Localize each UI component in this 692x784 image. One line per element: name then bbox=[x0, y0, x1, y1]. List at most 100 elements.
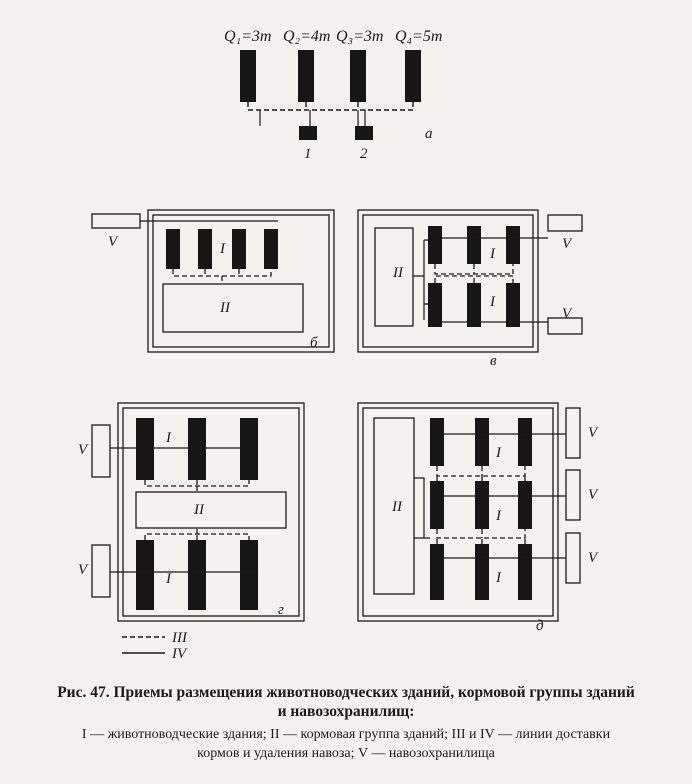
caption-legend-line2: кормов и удаления навоза; V — навозохран… bbox=[197, 746, 495, 761]
label-v-v-bottom: V bbox=[562, 306, 573, 322]
building-q3 bbox=[350, 50, 366, 102]
panel-b: V I II б bbox=[91, 209, 335, 353]
building-g-5 bbox=[188, 540, 206, 610]
panel-label-v: в bbox=[490, 353, 497, 369]
building-g-4 bbox=[136, 540, 154, 610]
feed-line-b bbox=[172, 269, 272, 283]
building-b-4 bbox=[264, 229, 278, 269]
building-d-7 bbox=[430, 544, 444, 600]
building-b-1 bbox=[166, 229, 180, 269]
panel-label-b: б bbox=[310, 335, 318, 351]
panel-d: II V V V I I I д bbox=[357, 402, 599, 634]
building-v-2 bbox=[467, 226, 481, 264]
feed-unit-2 bbox=[355, 126, 373, 140]
manure-storage-d-3 bbox=[565, 532, 581, 584]
manure-storage-b bbox=[91, 213, 141, 229]
label-ii-b: II bbox=[219, 300, 231, 316]
building-q2 bbox=[298, 50, 314, 102]
manure-storage-v-bottom bbox=[547, 317, 583, 335]
label-v-v-top: V bbox=[562, 236, 573, 252]
legend-label-iii: III bbox=[171, 630, 188, 646]
building-g-1 bbox=[136, 418, 154, 480]
feed-line-v bbox=[434, 264, 514, 283]
manure-storage-g-bottom bbox=[91, 544, 111, 598]
label-v-b: V bbox=[108, 234, 119, 250]
panel-g: V V II I I г bbox=[78, 402, 305, 622]
panel-a: Q₁=3т Q₂=4т Q₃=3т Q₄=5т 1 2 а bbox=[224, 28, 442, 162]
building-d-2 bbox=[475, 418, 489, 466]
building-b-3 bbox=[232, 229, 246, 269]
feed-group-g bbox=[135, 491, 287, 529]
feed-line-g-bottom bbox=[144, 528, 250, 540]
caption-title-line2: и навозохранилищ: bbox=[277, 703, 415, 720]
building-g-3 bbox=[240, 418, 258, 480]
feed-line-d-lower bbox=[436, 529, 526, 544]
label-i-b: I bbox=[219, 241, 226, 257]
line-legend: III IV bbox=[122, 630, 188, 662]
label-i-d-3: I bbox=[495, 570, 502, 586]
caption-legend-line1: I — животноводческие здания; II — кормов… bbox=[81, 727, 611, 742]
q2-label: Q₂=4т bbox=[283, 28, 330, 45]
label-ii-d: II bbox=[391, 499, 403, 515]
building-g-2 bbox=[188, 418, 206, 480]
manure-storage-d-2 bbox=[565, 469, 581, 521]
label-i-d-2: I bbox=[495, 508, 502, 524]
label-ii-v: II bbox=[392, 265, 404, 281]
label-i-v-bottom: I bbox=[489, 294, 496, 310]
building-v-1 bbox=[428, 226, 442, 264]
building-v-3 bbox=[506, 226, 520, 264]
site-inner-g bbox=[122, 407, 300, 617]
links-a bbox=[259, 110, 366, 126]
label-i-v-top: I bbox=[489, 246, 496, 262]
building-q4 bbox=[405, 50, 421, 102]
label-v-g-top: V bbox=[78, 442, 89, 458]
building-d-4 bbox=[430, 481, 444, 529]
q4-label: Q₄=5т bbox=[395, 28, 442, 45]
building-v-5 bbox=[467, 283, 481, 327]
caption-title-line1: Рис. 47. Приемы размещения животноводчес… bbox=[57, 684, 635, 701]
building-d-3 bbox=[518, 418, 532, 466]
panel-v: II V V I I в bbox=[357, 209, 583, 369]
feed-connect-d bbox=[414, 477, 430, 539]
feed-line-d-upper bbox=[436, 466, 526, 481]
building-d-6 bbox=[518, 481, 532, 529]
unit-number-1: 1 bbox=[304, 146, 312, 162]
site-outer-d bbox=[357, 402, 559, 622]
building-b-2 bbox=[198, 229, 212, 269]
label-v-d-2: V bbox=[588, 487, 599, 503]
panel-label-g: г bbox=[278, 602, 284, 618]
building-v-6 bbox=[506, 283, 520, 327]
site-inner-b bbox=[152, 214, 330, 348]
building-d-1 bbox=[430, 418, 444, 466]
site-outer-g bbox=[117, 402, 305, 622]
label-ii-g: II bbox=[193, 502, 205, 518]
label-i-d-1: I bbox=[495, 445, 502, 461]
building-g-6 bbox=[240, 540, 258, 610]
feed-line-a bbox=[247, 102, 414, 111]
site-outer-b bbox=[147, 209, 335, 353]
manure-storage-d-1 bbox=[565, 407, 581, 459]
feed-line-g-top bbox=[144, 480, 250, 492]
manure-storage-g-top bbox=[91, 424, 111, 478]
panel-label-a: а bbox=[425, 126, 433, 142]
building-d-8 bbox=[475, 544, 489, 600]
figure-caption: Рис. 47. Приемы размещения животноводчес… bbox=[10, 683, 682, 763]
q3-label: Q₃=3т bbox=[336, 28, 383, 45]
building-q1 bbox=[240, 50, 256, 102]
manure-storage-v-top bbox=[547, 214, 583, 232]
building-d-9 bbox=[518, 544, 532, 600]
feed-group-v bbox=[374, 227, 414, 327]
site-inner-d bbox=[362, 407, 554, 617]
label-v-d-1: V bbox=[588, 425, 599, 441]
layout-diagram: Q₁=3т Q₂=4т Q₃=3т Q₄=5т 1 2 а V I II б bbox=[78, 28, 599, 662]
panel-label-d: д bbox=[536, 618, 544, 634]
site-inner-v bbox=[362, 214, 534, 348]
q1-label: Q₁=3т bbox=[224, 28, 271, 45]
site-outer-v bbox=[357, 209, 539, 353]
label-v-d-3: V bbox=[588, 550, 599, 566]
feed-group-b bbox=[162, 283, 304, 333]
feed-connect-v bbox=[413, 239, 428, 320]
label-i-g-bottom: I bbox=[165, 571, 172, 587]
unit-number-2: 2 bbox=[360, 146, 368, 162]
building-d-5 bbox=[475, 481, 489, 529]
